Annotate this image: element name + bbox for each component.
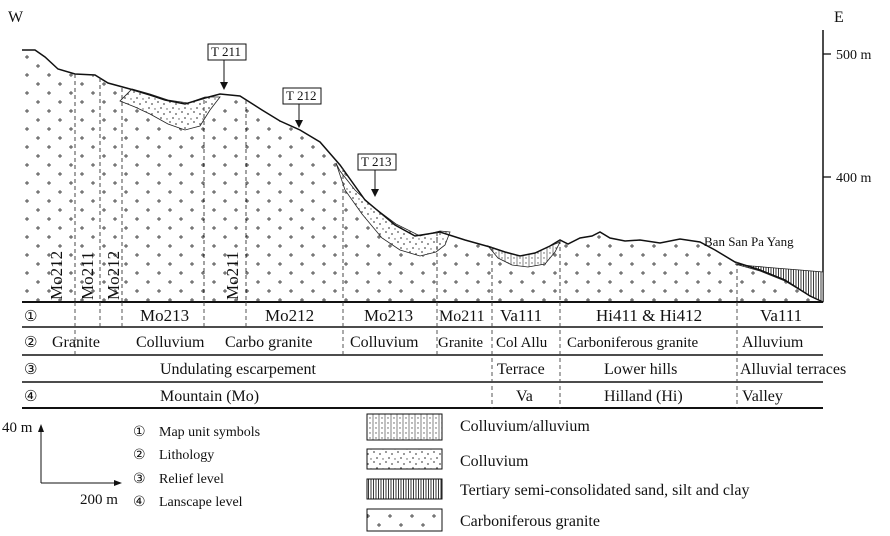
legend-number-3-text: Relief level xyxy=(159,472,224,487)
lithology-cell: Carboniferous granite xyxy=(567,335,699,351)
transect-t213: T 213 xyxy=(357,153,397,197)
scale-horizontal-label: 200 m xyxy=(80,492,118,508)
legend-number-4-text: Lanscape level xyxy=(159,495,243,510)
legend-tertiary-text: Tertiary semi-consolidated sand, silt an… xyxy=(460,482,749,499)
map-unit-vertical-4: Mo211 xyxy=(223,252,242,301)
map-unit-vertical-2: Mo211 xyxy=(78,252,97,301)
scale-bar: 40 m 200 m xyxy=(2,420,122,508)
unit-boundaries xyxy=(74,74,738,302)
attribute-table: ① ② ③ ④ Mo213 Mo212 Mo213 Mo211 Va111 Hi… xyxy=(22,301,846,409)
row-4-number: ④ xyxy=(24,388,37,405)
legend-swatch-colluvium xyxy=(366,448,443,470)
lithology-cell: Granite xyxy=(52,334,100,351)
legend-swatch-granite xyxy=(366,508,443,532)
map-unit-cell: Mo213 xyxy=(364,306,413,325)
lithology-cell: Alluvium xyxy=(742,334,804,351)
legend-number-1-text: Map unit symbols xyxy=(159,425,260,440)
lithology-cell: Colluvium xyxy=(350,334,419,351)
map-unit-cell: Mo212 xyxy=(265,306,314,325)
granite-layer xyxy=(22,50,823,302)
lithology-cell: Carbo granite xyxy=(225,334,313,351)
map-unit-cell: Mo213 xyxy=(140,306,189,325)
row-3-number: ③ xyxy=(24,361,37,378)
pattern-legend: Colluvium/alluvium Colluvium Tertiary se… xyxy=(366,413,749,532)
elevation-500-label: 500 m xyxy=(836,48,872,63)
map-unit-cell: Hi411 & Hi412 xyxy=(596,306,702,325)
lithology-cell: Colluvium xyxy=(136,334,205,351)
legend-swatch-tertiary xyxy=(366,478,443,500)
tertiary-pocket xyxy=(734,263,824,303)
relief-cell: Alluvial terraces xyxy=(740,361,846,378)
relief-cell: Lower hills xyxy=(604,361,677,378)
transect-t211: T 211 xyxy=(207,43,247,90)
legend-number-4: ④ xyxy=(133,493,146,509)
legend-granite-text: Carboniferous granite xyxy=(460,513,600,530)
map-unit-cell: Va111 xyxy=(760,306,802,325)
relief-cell: Terrace xyxy=(497,361,545,378)
map-unit-cell: Va111 xyxy=(500,306,542,325)
scale-vertical-label: 40 m xyxy=(2,420,33,436)
legend-number-3: ③ xyxy=(133,470,146,486)
west-label: W xyxy=(8,9,24,26)
row-1-number: ① xyxy=(24,308,37,325)
place-label: Ban San Pa Yang xyxy=(704,234,794,249)
map-unit-cell: Mo211 xyxy=(439,308,485,325)
map-unit-vertical-1: Mo212 xyxy=(47,251,66,300)
landscape-cell: Hilland (Hi) xyxy=(604,388,683,405)
landscape-cell: Va xyxy=(516,388,533,405)
transect-t212-label: T 212 xyxy=(286,88,316,103)
lithology-cell: Col Allu xyxy=(496,335,548,351)
colluvium-pocket-1 xyxy=(119,88,221,131)
landscape-cell: Valley xyxy=(742,388,783,405)
landscape-cell: Mountain (Mo) xyxy=(160,388,259,405)
transect-t212: T 212 xyxy=(282,87,322,128)
legend-number-2-text: Lithology xyxy=(159,448,214,463)
transect-t211-label: T 211 xyxy=(211,44,241,59)
number-legend: ① Map unit symbols ② Lithology ③ Relief … xyxy=(133,423,260,510)
legend-number-2: ② xyxy=(133,446,146,462)
legend-swatch-colluvium-alluvium xyxy=(366,413,443,441)
row-2-number: ② xyxy=(24,334,37,351)
map-unit-vertical-3: Mo212 xyxy=(104,251,123,300)
terrain-surface xyxy=(22,49,824,303)
transect-t213-label: T 213 xyxy=(361,154,391,169)
elevation-400-label: 400 m xyxy=(836,171,872,186)
elevation-axis: 500 m 400 m xyxy=(822,30,872,302)
east-label: E xyxy=(834,9,844,26)
relief-cell: Undulating escarpement xyxy=(160,361,317,378)
legend-colluvium-text: Colluvium xyxy=(460,453,529,470)
lithology-cell: Granite xyxy=(438,335,483,351)
legend-number-1: ① xyxy=(133,423,146,439)
legend-colluvium-alluvium-text: Colluvium/alluvium xyxy=(460,418,590,435)
